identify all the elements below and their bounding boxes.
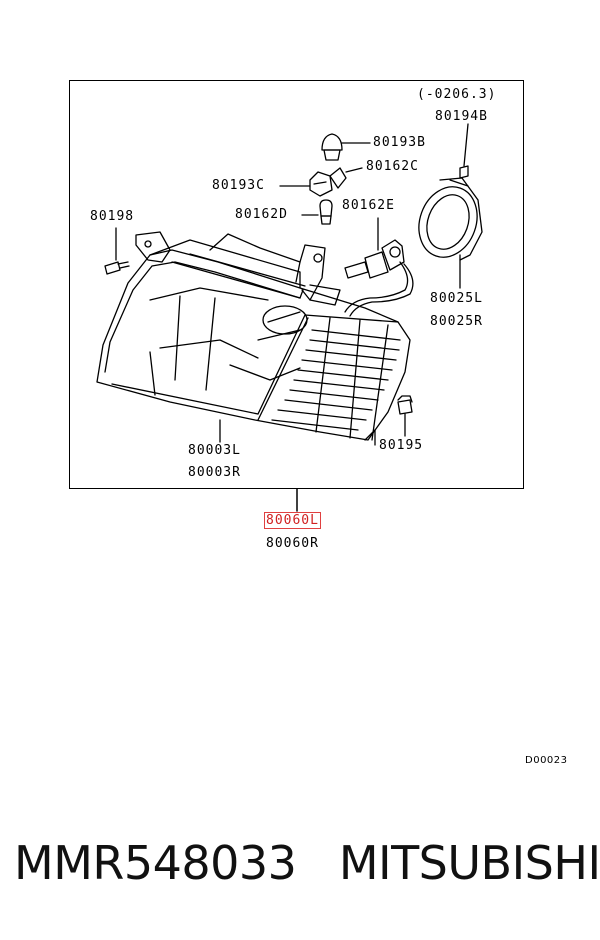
part-label-80003L[interactable]: 80003L	[188, 443, 241, 458]
part-label-80060R[interactable]: 80060R	[266, 536, 319, 551]
clip-80195	[397, 395, 413, 437]
part-label-80195[interactable]: 80195	[379, 438, 424, 453]
mounting-bracket	[135, 231, 341, 306]
clip-80162C	[329, 167, 363, 189]
dust-cover-80025	[418, 177, 483, 289]
cap-80193B	[321, 133, 371, 161]
bulb-80162D	[301, 199, 333, 225]
caption: MMR548033 MITSUBISHI	[14, 836, 600, 890]
document-code: D00023	[525, 755, 568, 766]
part-label-80193B[interactable]: 80193B	[373, 135, 426, 150]
part-label-80162C[interactable]: 80162C	[366, 159, 419, 174]
part-label-80003R[interactable]: 80003R	[188, 465, 241, 480]
screw-80198	[104, 227, 130, 275]
part-label-80198[interactable]: 80198	[90, 209, 135, 224]
socket-80193C	[279, 171, 333, 197]
part-number: MMR548033	[14, 836, 297, 890]
part-label-80025R[interactable]: 80025R	[430, 314, 483, 329]
headlamp-housing	[96, 239, 411, 446]
screw-80194B	[459, 123, 469, 179]
part-label-80194B[interactable]: 80194B	[435, 109, 488, 124]
brand-name: MITSUBISHI	[338, 836, 600, 890]
part-label-80060L-highlighted[interactable]: 80060L	[264, 512, 321, 529]
date-range-label: (-0206.3)	[417, 87, 497, 102]
part-label-80193C[interactable]: 80193C	[212, 178, 265, 193]
part-label-80162E[interactable]: 80162E	[342, 198, 395, 213]
part-label-80025L[interactable]: 80025L	[430, 291, 483, 306]
bulb-80162E	[344, 217, 414, 317]
part-label-80162D[interactable]: 80162D	[235, 207, 288, 222]
headlamp-exploded-diagram	[96, 123, 483, 512]
